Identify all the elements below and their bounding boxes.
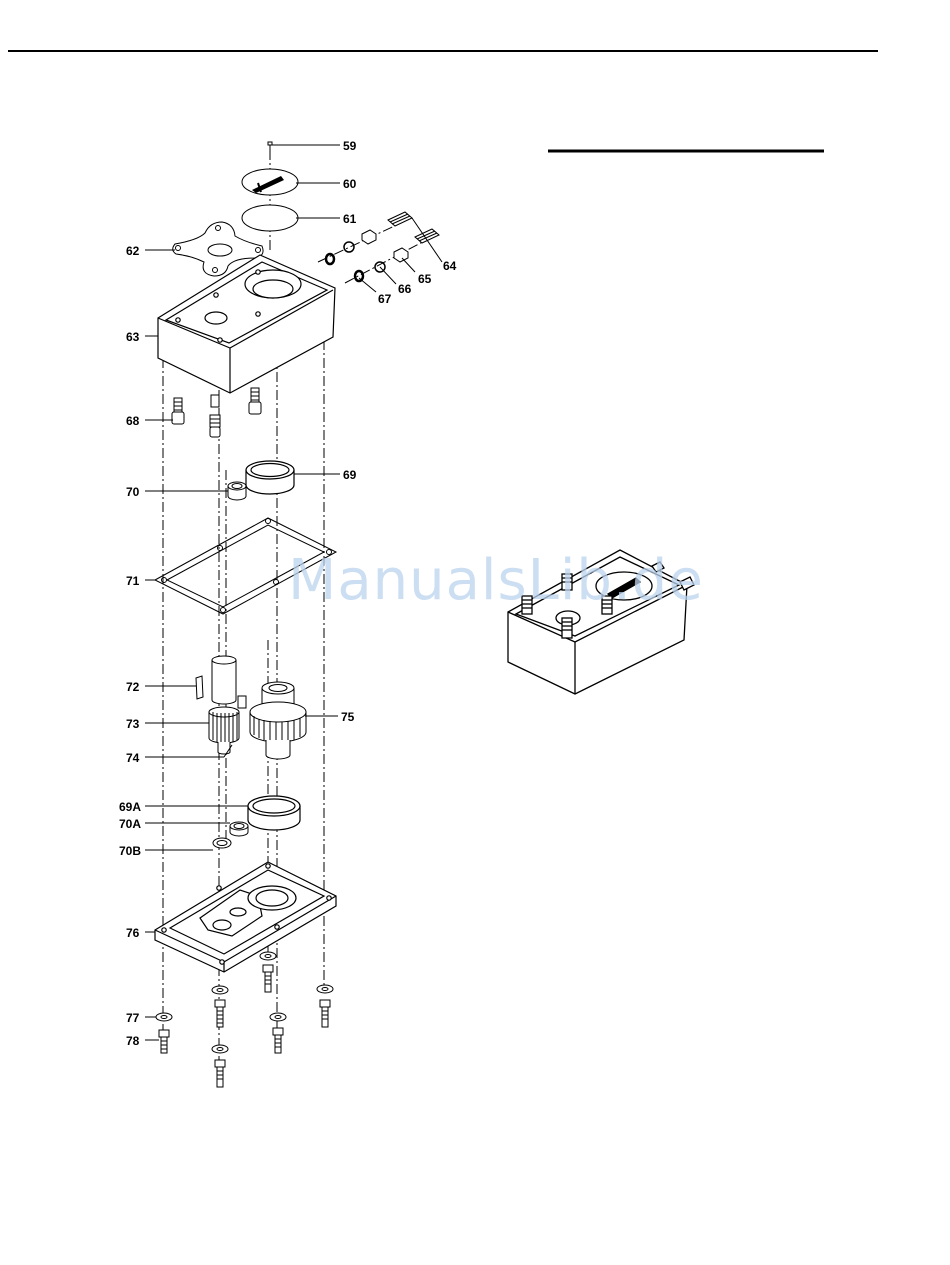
- callout-68: 68: [126, 414, 140, 428]
- part-61-seal-disc: [242, 205, 298, 231]
- callout-59: 59: [343, 139, 357, 153]
- part-70a-bushing: [230, 822, 248, 836]
- part-75-gear: [250, 682, 306, 759]
- part-71-gasket: [155, 518, 336, 614]
- part-70b-washer: [213, 838, 231, 848]
- callout-64: 64: [443, 259, 457, 273]
- callout-70a: 70A: [119, 817, 141, 831]
- callout-62: 62: [126, 244, 140, 258]
- callout-72: 72: [126, 680, 140, 694]
- part-76-base-plate: [155, 862, 336, 972]
- part-64-bolts: [388, 212, 439, 243]
- callout-66: 66: [398, 282, 412, 296]
- callout-63: 63: [126, 330, 140, 344]
- callout-67: 67: [378, 292, 392, 306]
- part-60-indicator: [242, 169, 298, 195]
- callout-76: 76: [126, 926, 140, 940]
- part-74-shaft-end: [218, 742, 230, 754]
- callout-74: 74: [126, 751, 140, 765]
- callout-77: 77: [126, 1011, 140, 1025]
- part-72-key: [196, 676, 203, 699]
- callout-70b: 70B: [119, 844, 141, 858]
- callout-75: 75: [341, 710, 355, 724]
- part-68-screws: [172, 388, 261, 437]
- part-65-nuts: [362, 230, 408, 262]
- callout-60: 60: [343, 177, 357, 191]
- part-70-bushing: [228, 482, 246, 500]
- part-69-bearing: [246, 461, 294, 494]
- part-73-pinion-shaft: [209, 656, 246, 743]
- callout-70: 70: [126, 485, 140, 499]
- part-59-screw: [268, 142, 272, 157]
- callout-65: 65: [418, 272, 432, 286]
- part-69a-bearing: [248, 796, 300, 830]
- callout-73: 73: [126, 717, 140, 731]
- part-63-cover: [158, 255, 335, 393]
- callout-69: 69: [343, 468, 357, 482]
- callout-61: 61: [343, 212, 357, 226]
- callout-78: 78: [126, 1034, 140, 1048]
- part-78-bolts: [159, 965, 330, 1087]
- callout-69a: 69A: [119, 800, 141, 814]
- assembled-cover-view: [508, 550, 694, 694]
- callout-71: 71: [126, 574, 140, 588]
- part-66-washers: [344, 242, 385, 272]
- part-77-lock-washers: [156, 952, 333, 1053]
